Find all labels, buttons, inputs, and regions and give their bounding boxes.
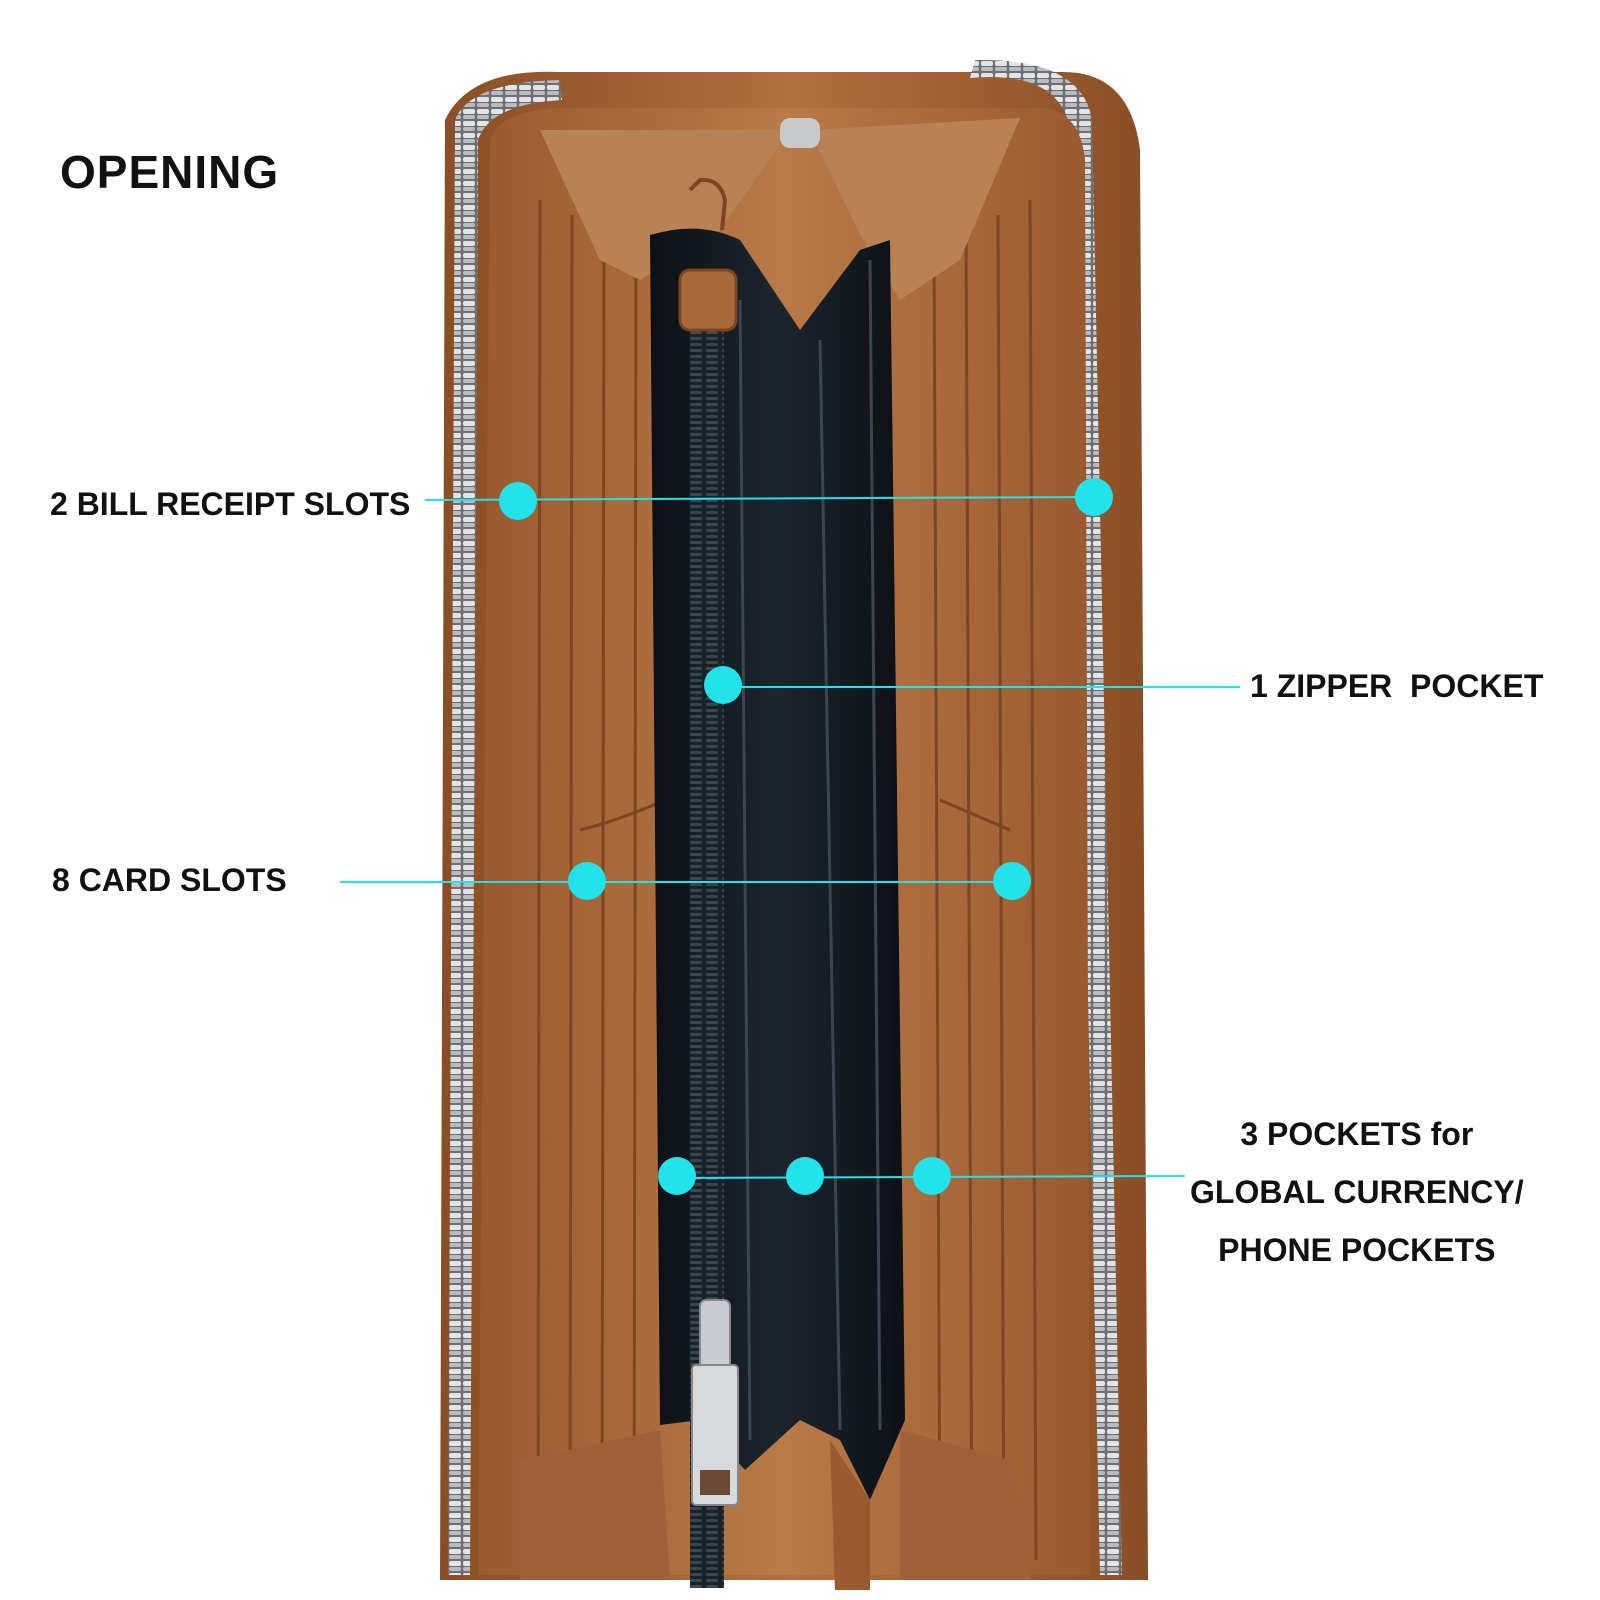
label-bill-slots: 2 BILL RECEIPT SLOTS xyxy=(50,486,411,522)
label-zipper-pocket: 1 ZIPPER POCKET xyxy=(1250,668,1544,704)
pocket-dividers xyxy=(738,259,882,1441)
marker-zipper xyxy=(704,666,742,704)
marker-pocket-1 xyxy=(658,1157,696,1195)
page-title: OPENING xyxy=(60,146,280,198)
inner-lining xyxy=(650,228,905,1501)
callout-markers xyxy=(499,478,1113,1195)
bottom-gusset xyxy=(520,1430,1030,1590)
marker-pocket-2 xyxy=(786,1157,824,1195)
label-currency-line2: GLOBAL CURRENCY/ xyxy=(1190,1174,1524,1210)
top-gusset xyxy=(540,118,1020,300)
marker-card-left xyxy=(568,862,606,900)
marker-bill-left xyxy=(499,482,537,520)
marker-pocket-3 xyxy=(913,1157,951,1195)
marker-bill-right xyxy=(1075,478,1113,516)
marker-card-right xyxy=(993,862,1031,900)
label-currency-line3: PHONE POCKETS xyxy=(1218,1232,1496,1268)
label-currency-line1: 3 POCKETS for xyxy=(1240,1116,1474,1152)
zipper-pull-icon xyxy=(691,1299,739,1506)
zipper-stop-tab xyxy=(678,268,738,332)
label-currency-pockets: 3 POCKETS for GLOBAL CURRENCY/ PHONE POC… xyxy=(1190,1105,1524,1279)
label-card-slots: 8 CARD SLOTS xyxy=(52,862,287,898)
